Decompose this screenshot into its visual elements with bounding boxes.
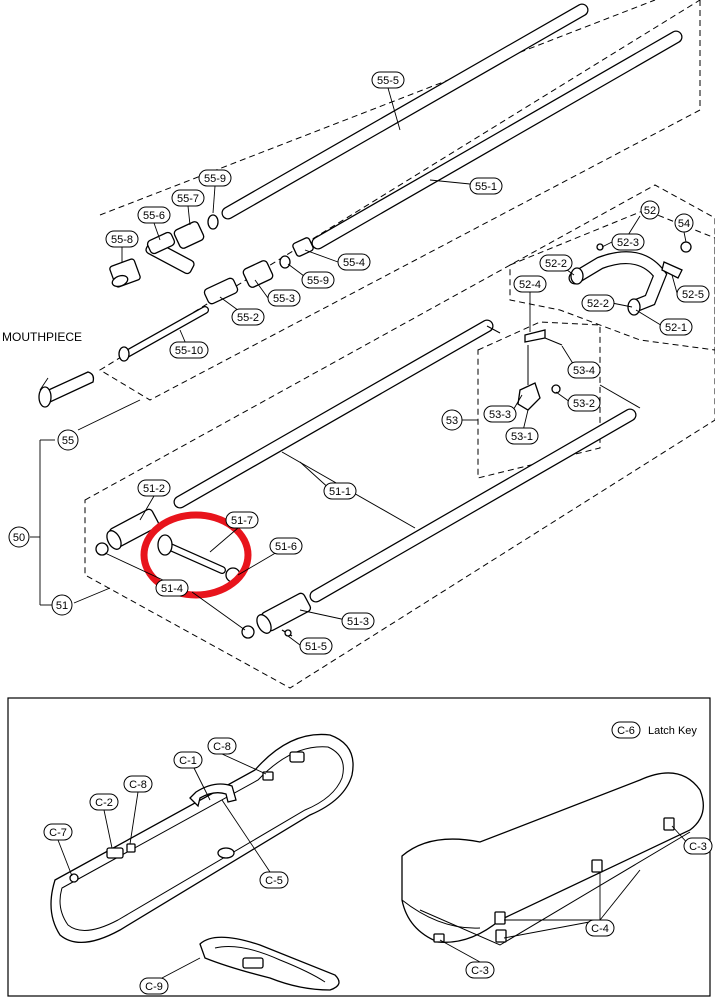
- upper-labels: 55-5 55-1 55-9 55-7 55-6 55-8 55-4 55-9 …: [2, 71, 710, 655]
- label-52: 52: [644, 205, 656, 217]
- tube-51-3: [309, 408, 637, 603]
- label-c2: C-2: [95, 797, 113, 809]
- label-52-1: 52-1: [665, 322, 687, 334]
- label-53-4: 53-4: [573, 365, 595, 377]
- label-55-3: 55-3: [273, 293, 295, 305]
- case-labels: C-6 Latch Key C-8 C-1 C-8 C-2 C-7 C-5 C-…: [43, 721, 713, 995]
- label-51-5: 51-5: [305, 641, 327, 653]
- label-55-5: 55-5: [377, 75, 399, 87]
- tube-55-5: [221, 3, 589, 220]
- label-53: 53: [446, 415, 458, 427]
- part-group-51: [95, 508, 312, 639]
- label-c8b: C-8: [129, 779, 147, 791]
- label-52-3: 52-3: [617, 237, 639, 249]
- case-leader-lines: [57, 753, 691, 979]
- label-52-5: 52-5: [682, 289, 704, 301]
- tube-55-1: [311, 30, 683, 250]
- label-c6: C-6: [617, 725, 635, 737]
- label-mouthpiece: MOUTHPIECE: [2, 330, 82, 344]
- label-52-2a: 52-2: [545, 258, 567, 270]
- label-52-2b: 52-2: [587, 298, 609, 310]
- label-55-2: 55-2: [237, 312, 259, 324]
- label-51-3: 51-3: [347, 616, 369, 628]
- label-55: 55: [62, 435, 74, 447]
- label-55-1: 55-1: [475, 181, 497, 193]
- label-53-2: 53-2: [573, 398, 595, 410]
- label-55-9b: 55-9: [307, 275, 329, 287]
- label-c8a: C-8: [213, 741, 231, 753]
- label-c5: C-5: [265, 875, 283, 887]
- label-c3b: C-3: [471, 965, 489, 977]
- label-55-7: 55-7: [177, 193, 199, 205]
- label-c3a: C-3: [689, 841, 707, 853]
- case-right: [401, 772, 704, 946]
- label-51-4: 51-4: [161, 583, 183, 595]
- label-50: 50: [13, 532, 25, 544]
- label-54: 54: [678, 218, 690, 230]
- label-53-1: 53-1: [511, 431, 533, 443]
- label-52-4: 52-4: [519, 279, 541, 291]
- label-51-6: 51-6: [275, 541, 297, 553]
- label-c1: C-1: [179, 755, 197, 767]
- part-group-52-53: [517, 241, 692, 411]
- tube-51-2: [173, 319, 494, 509]
- label-51-2: 51-2: [143, 483, 165, 495]
- label-55-6: 55-6: [143, 210, 165, 222]
- label-c9: C-9: [145, 981, 163, 993]
- label-latch-key: Latch Key: [648, 725, 697, 737]
- label-c4: C-4: [591, 923, 609, 935]
- label-51: 51: [56, 600, 68, 612]
- case-left: [50, 733, 354, 991]
- label-55-8: 55-8: [111, 234, 133, 246]
- label-55-4: 55-4: [343, 257, 365, 269]
- label-55-9a: 55-9: [204, 173, 226, 185]
- label-c7: C-7: [49, 827, 67, 839]
- label-51-1: 51-1: [329, 486, 351, 498]
- label-51-7: 51-7: [231, 515, 253, 527]
- label-55-10: 55-10: [175, 345, 203, 357]
- label-53-3: 53-3: [489, 409, 511, 421]
- part-group-55: [38, 214, 314, 408]
